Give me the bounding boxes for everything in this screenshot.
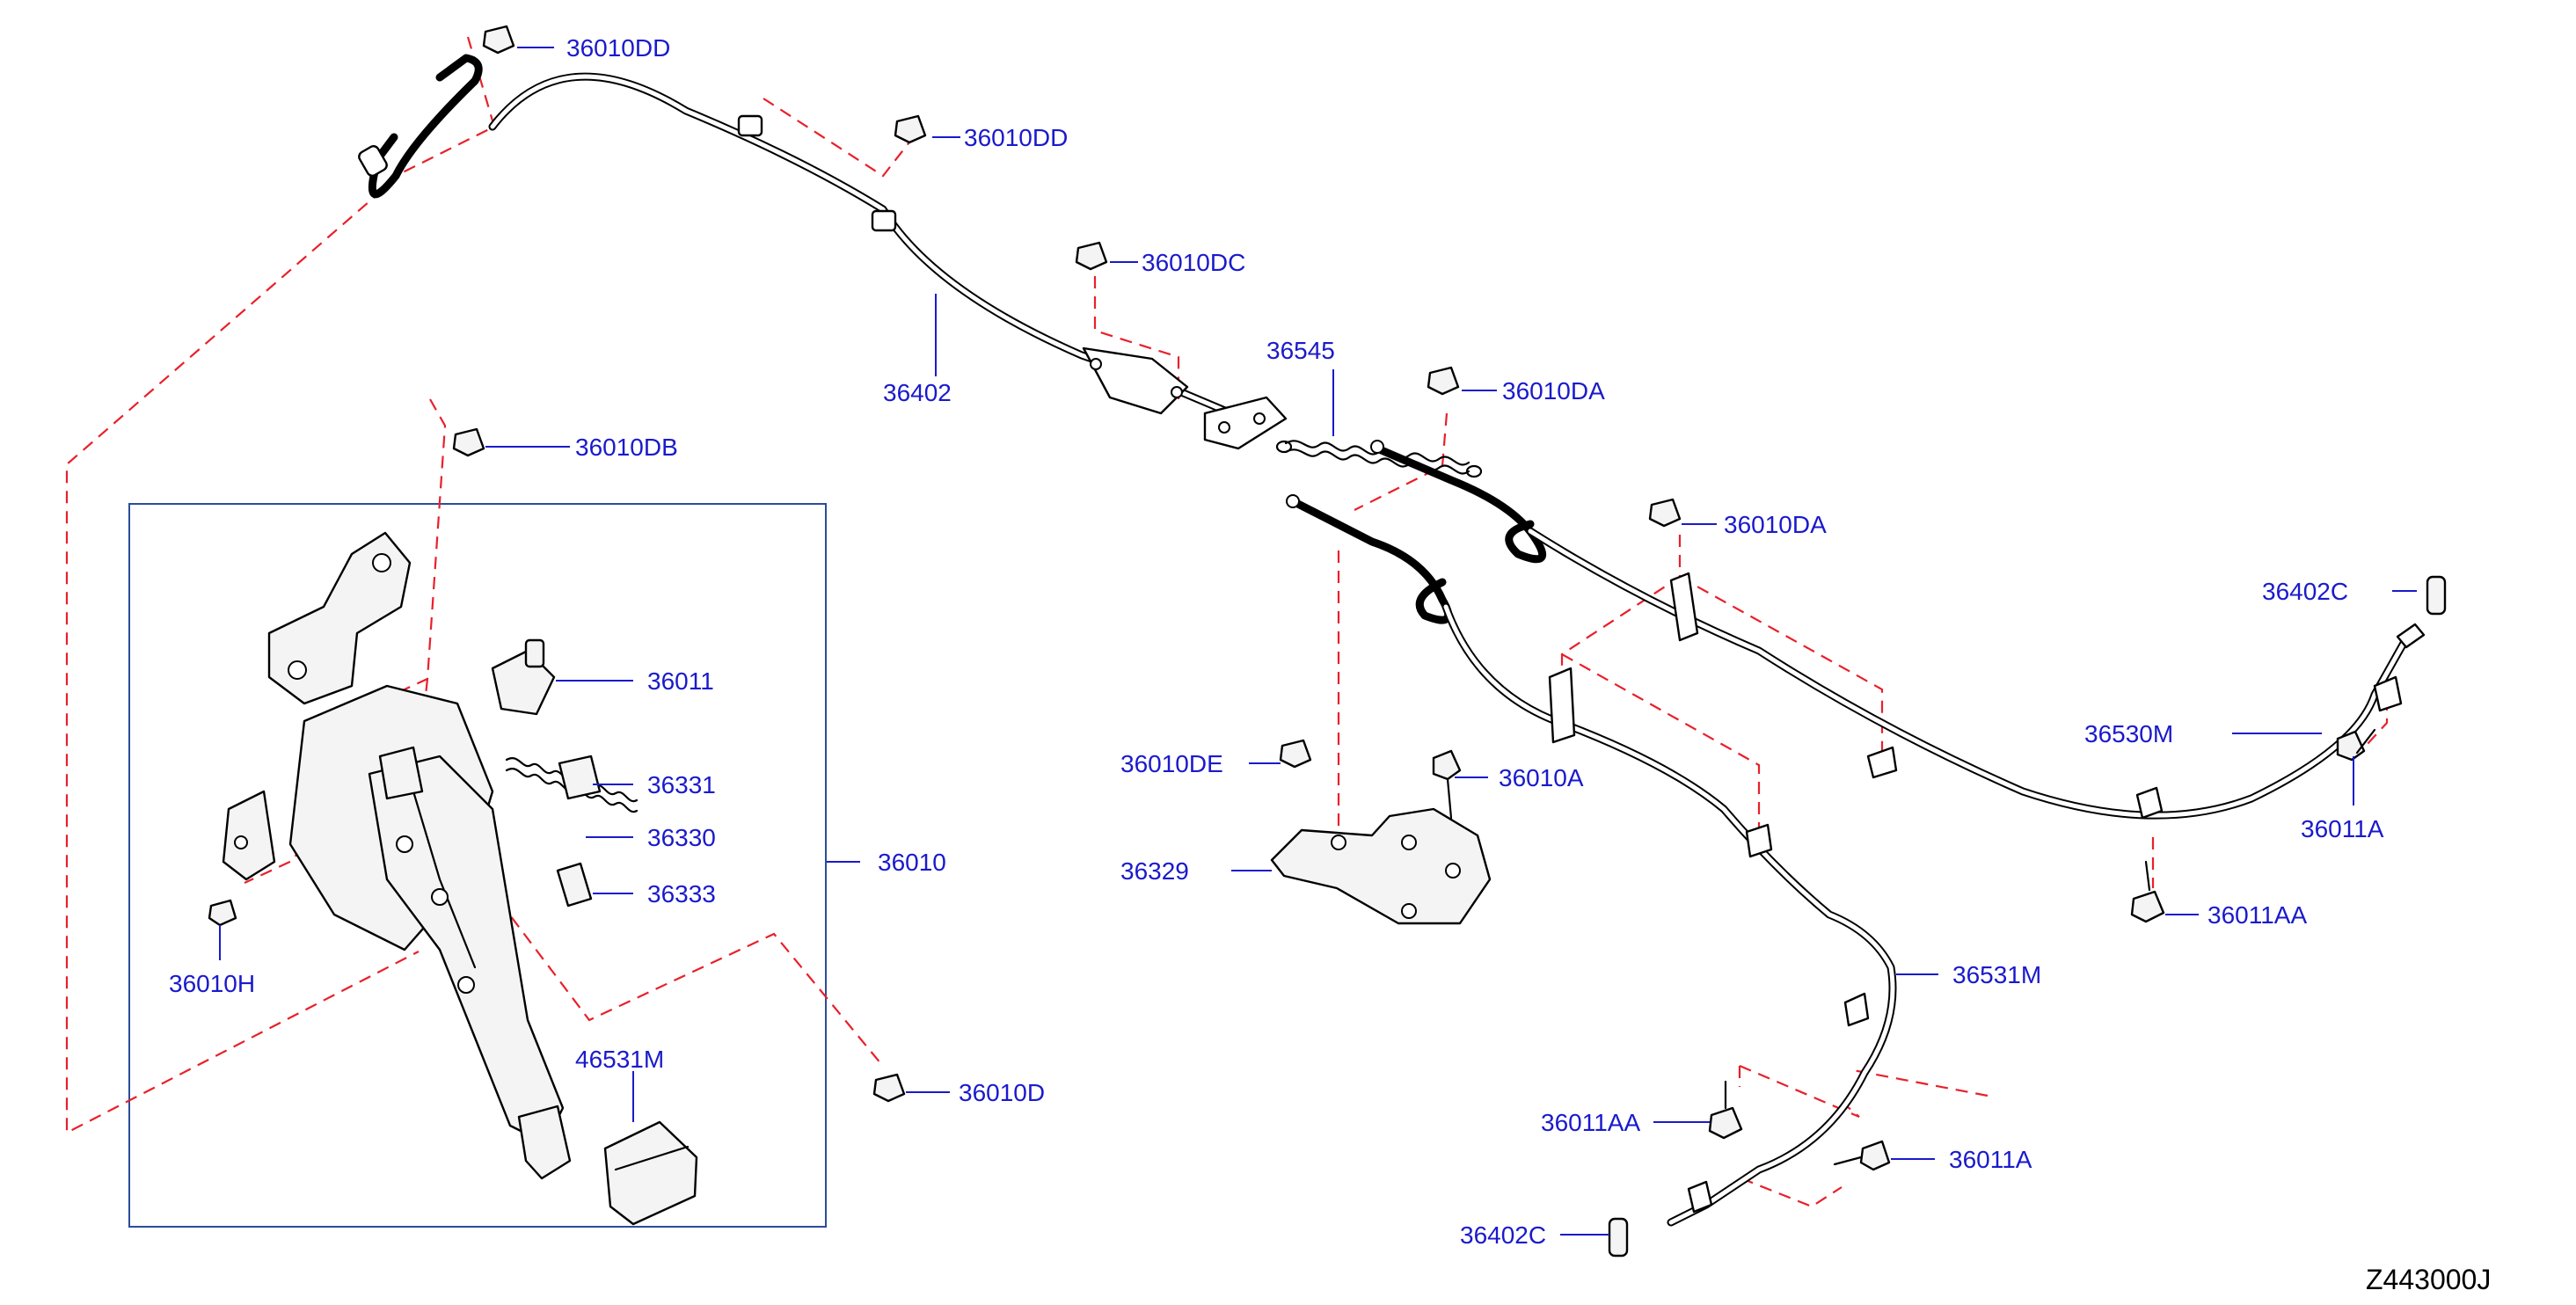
callout-36010DD-top: 36010DD — [566, 34, 670, 62]
callout-36402C-right: 36402C — [2262, 578, 2348, 605]
front-cable-36402 — [358, 54, 1288, 450]
diagram-code: Z443000J — [2366, 1264, 2491, 1295]
callout-36011AA-left: 36011AA — [1541, 1109, 1640, 1136]
callout-36331: 36331 — [647, 771, 716, 798]
callout-36531M: 36531M — [1952, 961, 2041, 988]
leader-lines — [219, 47, 2417, 1236]
equalizer-links — [1286, 440, 1547, 624]
callout-36329: 36329 — [1120, 857, 1189, 885]
callout-36010DB: 36010DB — [575, 434, 678, 461]
callout-36010DA-upper: 36010DA — [1502, 377, 1605, 405]
callout-36010H: 36010H — [169, 970, 255, 997]
pedal-small-components — [491, 638, 639, 908]
pedal-assembly-frame — [128, 503, 827, 1228]
rear-cable-36531M — [1441, 602, 1897, 1227]
callout-36530M: 36530M — [2084, 720, 2173, 747]
callout-36402C-left: 36402C — [1460, 1221, 1546, 1249]
callout-36402: 36402 — [883, 379, 952, 406]
parking-brake-pedal-assembly — [222, 531, 572, 1180]
callout-36011A-left: 36011A — [1949, 1146, 2032, 1173]
callout-36330: 36330 — [647, 824, 716, 851]
callout-36010DA-lower: 36010DA — [1724, 511, 1827, 538]
part-number-callouts: 36010DD 36010DD 36010DC 36545 36402 3601… — [169, 34, 2491, 1295]
callout-36333: 36333 — [647, 880, 716, 908]
callout-46531M: 46531M — [575, 1046, 664, 1073]
rear-cable-36530M — [1526, 527, 2426, 820]
callout-36545: 36545 — [1266, 337, 1335, 364]
callout-36010D: 36010D — [959, 1079, 1045, 1106]
callout-36011A-right: 36011A — [2301, 815, 2384, 842]
callout-36010DD-middle: 36010DD — [964, 124, 1068, 151]
callout-36010DE: 36010DE — [1120, 750, 1223, 777]
callout-36011: 36011 — [647, 667, 714, 695]
fasteners — [208, 25, 2447, 1258]
dashed-reference-lines — [65, 36, 2389, 1208]
callout-36010DC: 36010DC — [1142, 249, 1245, 276]
callout-36011AA-right: 36011AA — [2207, 901, 2307, 929]
callout-36010: 36010 — [878, 849, 946, 876]
pedal-pad-46531M — [603, 1120, 698, 1226]
bracket-36329 — [1270, 807, 1492, 925]
callout-36010A: 36010A — [1499, 764, 1584, 791]
